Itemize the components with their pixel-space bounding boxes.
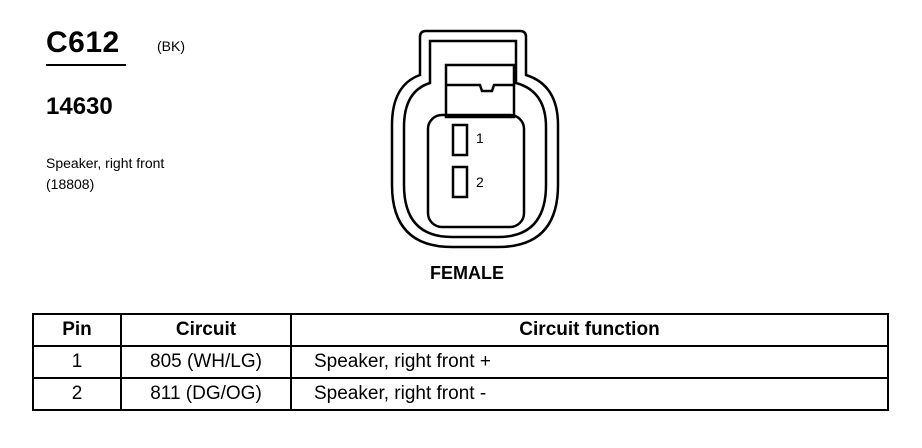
header-circuit-function: Circuit function <box>290 313 889 347</box>
cell-function: Speaker, right front - <box>290 377 889 411</box>
color-code: (BK) <box>157 38 185 54</box>
latch-notch <box>446 83 514 93</box>
pin-table: Pin Circuit Circuit function 1 805 (WH/L… <box>32 313 889 411</box>
cell-circuit: 811 (DG/OG) <box>120 377 292 411</box>
table-header-row: Pin Circuit Circuit function <box>32 313 889 347</box>
table-row: 1 805 (WH/LG) Speaker, right front + <box>32 345 889 379</box>
pin-label-2: 2 <box>476 174 484 190</box>
mating-face <box>426 113 526 229</box>
cell-pin: 1 <box>32 345 122 379</box>
cell-function: Speaker, right front + <box>290 345 889 379</box>
part-number: 14630 <box>46 93 113 120</box>
header-pin: Pin <box>32 313 122 347</box>
connector-id-underline <box>46 64 126 66</box>
cell-pin: 2 <box>32 377 122 411</box>
pin-cavity-1 <box>451 123 469 157</box>
connector-description-ref: (18808) <box>46 176 95 192</box>
connector-id: C612 <box>46 26 120 59</box>
table-row: 2 811 (DG/OG) Speaker, right front - <box>32 377 889 411</box>
housing-outer <box>390 29 560 249</box>
gender-label: FEMALE <box>430 263 504 283</box>
header-circuit: Circuit <box>120 313 292 347</box>
connector-drawing <box>390 29 560 249</box>
cell-circuit: 805 (WH/LG) <box>120 345 292 379</box>
pin-cavity-2 <box>451 165 469 199</box>
housing-inner <box>402 39 548 239</box>
pin-label-1: 1 <box>476 130 484 146</box>
connector-description: Speaker, right front <box>46 155 165 171</box>
latch <box>444 63 516 119</box>
